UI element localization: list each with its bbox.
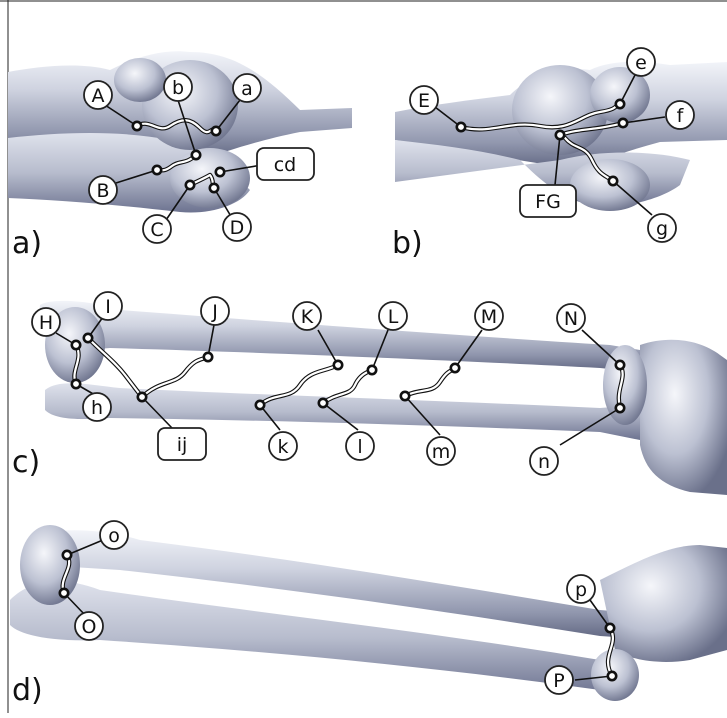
label-D: D xyxy=(223,213,251,241)
label-I-text: I xyxy=(105,296,111,318)
point-o xyxy=(63,551,71,559)
label-k: k xyxy=(269,432,297,460)
label-h: h xyxy=(83,393,111,421)
label-N-text: N xyxy=(564,308,578,330)
label-L-text: L xyxy=(388,306,399,328)
label-o-text: o xyxy=(108,525,120,547)
point-A xyxy=(133,122,141,130)
point-k xyxy=(256,401,264,409)
point-P xyxy=(608,672,616,680)
label-f: f xyxy=(666,101,694,129)
point-h xyxy=(72,380,80,388)
label-K: K xyxy=(293,302,321,330)
label-m-text: m xyxy=(432,441,451,463)
point-a xyxy=(212,127,220,135)
point-H xyxy=(72,341,80,349)
point-I xyxy=(84,334,92,342)
label-C: C xyxy=(143,215,171,243)
label-b-text: b xyxy=(172,77,184,99)
label-e-text: e xyxy=(635,52,647,74)
label-l: l xyxy=(346,432,374,460)
label-cd-text: cd xyxy=(274,154,297,176)
point-b xyxy=(192,151,200,159)
label-l-text: l xyxy=(357,436,362,458)
label-p: p xyxy=(567,575,595,603)
label-O-text: O xyxy=(82,616,97,638)
point-m xyxy=(401,392,409,400)
label-H: H xyxy=(32,308,60,336)
label-o: o xyxy=(100,521,128,549)
label-n: n xyxy=(530,447,558,475)
label-g: g xyxy=(648,214,676,242)
label-FG-text: FG xyxy=(535,191,561,213)
panel-label-d: d) xyxy=(12,673,43,708)
label-k-text: k xyxy=(277,436,288,458)
point-cd xyxy=(216,168,224,176)
label-E: E xyxy=(410,86,438,114)
label-K-text: K xyxy=(301,306,314,328)
label-B: B xyxy=(89,176,117,204)
label-e: e xyxy=(627,48,655,76)
point-g xyxy=(609,177,617,185)
label-FG: FG xyxy=(520,185,576,217)
label-M-text: M xyxy=(481,306,497,328)
label-C-text: C xyxy=(150,219,163,241)
point-K xyxy=(334,361,342,369)
label-L: L xyxy=(379,302,407,330)
panel-d-bones xyxy=(10,525,727,701)
label-H-text: H xyxy=(39,312,53,334)
label-p-text: p xyxy=(575,579,587,601)
point-N xyxy=(616,361,624,369)
label-A: A xyxy=(84,81,112,109)
label-b: b xyxy=(164,73,192,101)
label-n-text: n xyxy=(538,451,550,473)
label-D-text: D xyxy=(230,217,245,239)
point-B xyxy=(153,166,161,174)
label-m: m xyxy=(427,437,455,465)
point-n xyxy=(616,404,624,412)
point-O xyxy=(60,589,68,597)
label-a-text: a xyxy=(241,78,253,100)
label-N: N xyxy=(557,304,585,332)
point-e xyxy=(616,100,624,108)
panel-label-b: b) xyxy=(392,226,423,261)
label-M: M xyxy=(475,302,503,330)
point-D xyxy=(210,184,218,192)
panel-label-c: c) xyxy=(12,445,40,480)
label-B-text: B xyxy=(96,180,109,202)
point-C xyxy=(186,181,194,189)
label-I: I xyxy=(94,292,122,320)
label-P-text: P xyxy=(553,670,564,692)
label-a: a xyxy=(233,74,261,102)
point-FG xyxy=(556,131,564,139)
label-A-text: A xyxy=(92,85,105,107)
label-O: O xyxy=(75,612,103,640)
label-cd: cd xyxy=(257,148,314,180)
label-ij: ij xyxy=(158,428,206,460)
label-P: P xyxy=(545,666,573,694)
label-g-text: g xyxy=(656,218,668,240)
label-ij-text: ij xyxy=(177,434,188,456)
point-ij xyxy=(138,393,146,401)
label-J-text: J xyxy=(211,301,218,323)
label-J: J xyxy=(201,297,229,325)
label-h-text: h xyxy=(91,397,103,419)
panel-label-a: a) xyxy=(12,226,42,261)
point-E xyxy=(457,123,465,131)
point-J xyxy=(204,353,212,361)
point-L xyxy=(368,366,376,374)
point-M xyxy=(451,364,459,372)
point-l xyxy=(319,399,327,407)
point-p xyxy=(606,624,614,632)
point-f xyxy=(619,119,627,127)
label-E-text: E xyxy=(418,90,430,112)
